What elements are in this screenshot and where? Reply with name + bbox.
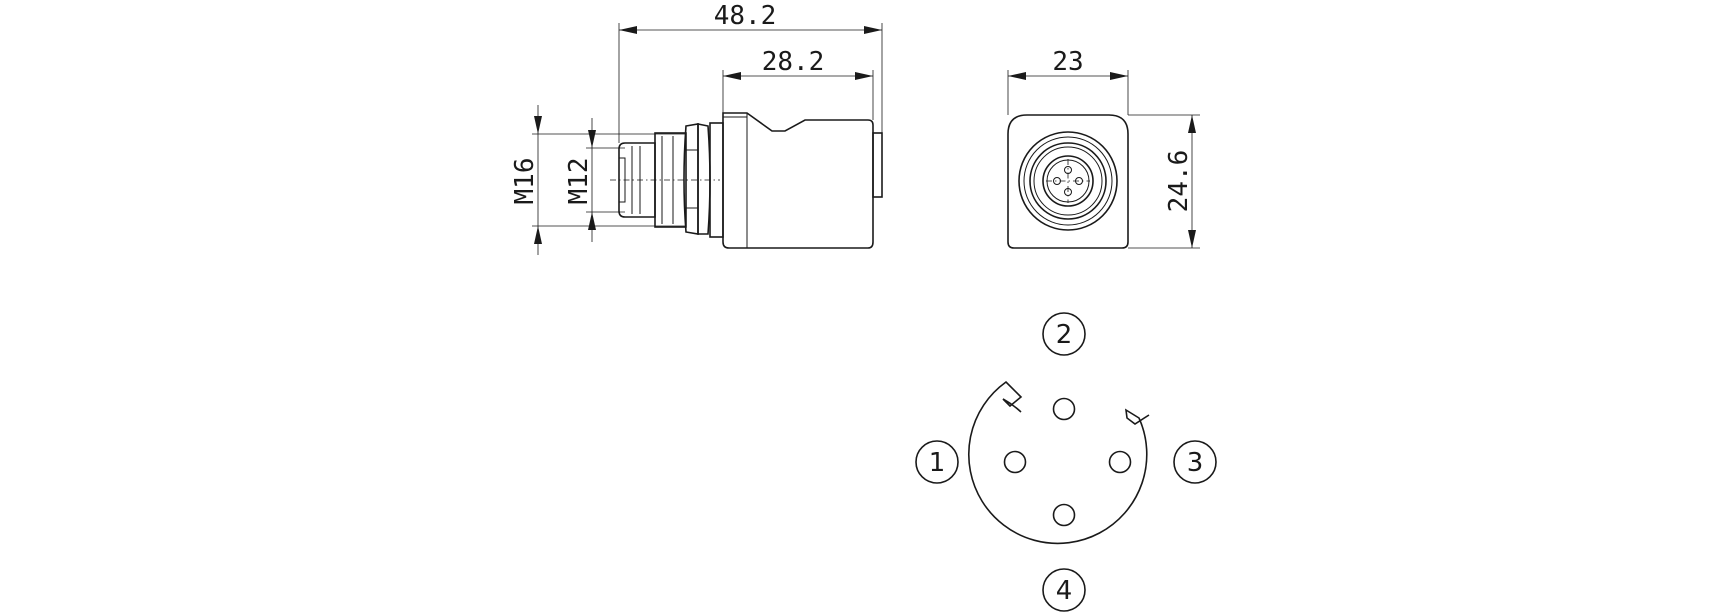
dim-arrow [588, 130, 596, 148]
pin-badge [1173, 440, 1217, 484]
dim-arrow [534, 226, 542, 244]
pinout-diagram: 1 2 3 4 [915, 312, 1217, 612]
dim-arrow [534, 116, 542, 134]
pinout-pin-hole [1108, 450, 1132, 474]
dim-arrow [1188, 115, 1196, 133]
dim-arrow [619, 26, 637, 34]
pin-label: 3 [1187, 448, 1204, 478]
front-pin-hole [1053, 177, 1061, 185]
pin-label: 4 [1056, 576, 1073, 606]
front-coupling-ring-inner [1033, 146, 1103, 216]
dim-width: 23 [1052, 47, 1083, 77]
side-flange [709, 122, 724, 238]
side-view: 48.2 28.2 M16 M12 [510, 1, 883, 255]
pinout-socket-outline [967, 380, 1150, 545]
front-socket-face [1042, 155, 1094, 207]
front-body-outline [1007, 114, 1129, 249]
dim-arrow [1110, 72, 1128, 80]
pin-label: 2 [1056, 320, 1073, 350]
dim-body-length: 28.2 [762, 47, 825, 77]
dim-arrow [1188, 230, 1196, 248]
dim-overall-length: 48.2 [714, 1, 777, 31]
side-rear-latch [872, 132, 883, 198]
front-coupling-ring [1029, 142, 1107, 220]
pin-badge [1042, 312, 1086, 356]
side-nut-1 [683, 123, 699, 235]
front-nut-inner [1023, 136, 1113, 226]
front-view: 23 24.6 [1007, 47, 1200, 249]
pin-badge [1042, 568, 1086, 612]
dim-height: 24.6 [1164, 150, 1194, 213]
dim-thread-inner: M12 [564, 158, 594, 205]
dim-arrow [1008, 72, 1026, 80]
side-body-outline [722, 112, 874, 249]
side-nut-2 [697, 123, 711, 235]
front-nut-outer [1018, 131, 1118, 231]
dim-arrow [588, 212, 596, 230]
pinout-pin-hole [1052, 397, 1076, 421]
pin-badge [915, 440, 959, 484]
front-pin-hole [1064, 166, 1072, 174]
dim-arrow [864, 26, 882, 34]
side-socket-nose [618, 142, 656, 218]
dim-arrow [855, 72, 873, 80]
dim-thread-outer: M16 [510, 158, 540, 205]
dim-arrow [723, 72, 741, 80]
pinout-pin-hole [1003, 450, 1027, 474]
pinout-pin-hole [1052, 503, 1076, 527]
pin-label: 1 [929, 448, 946, 478]
